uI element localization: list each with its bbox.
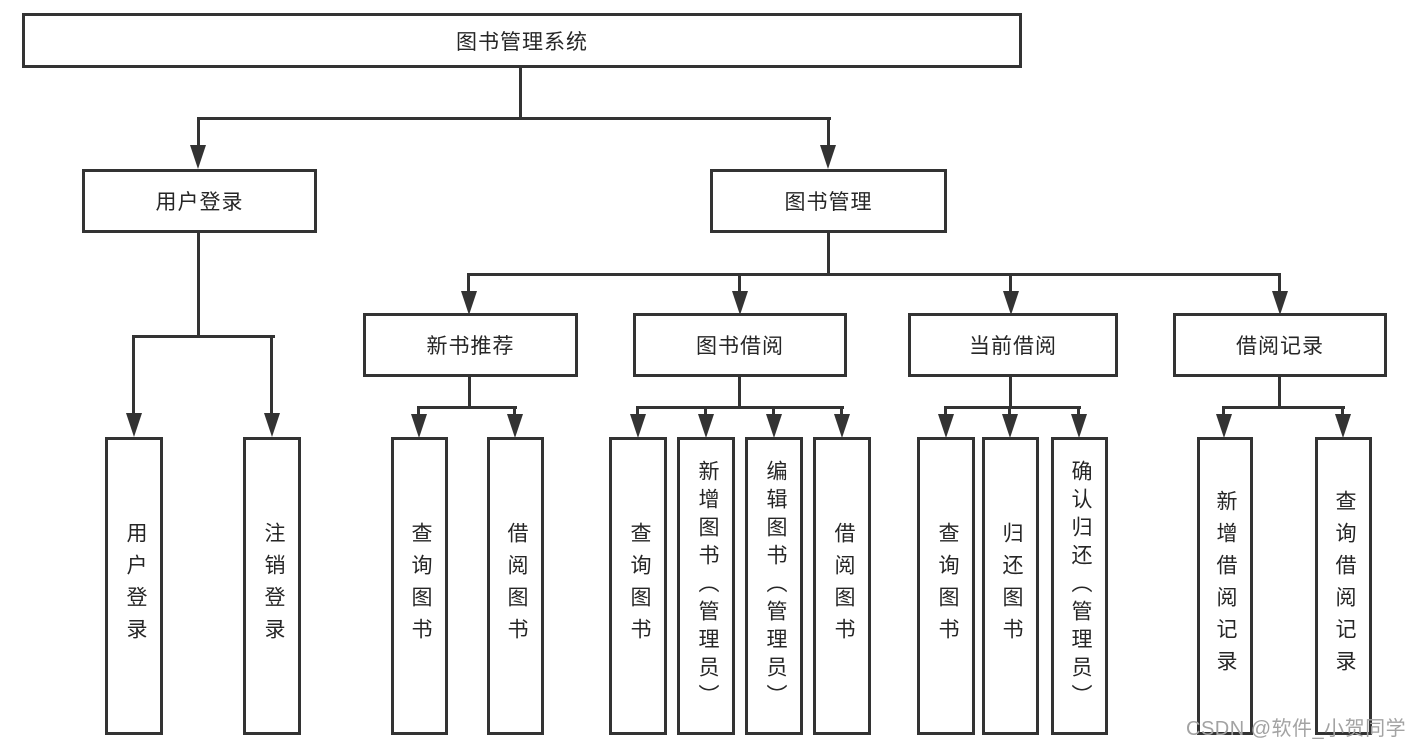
arrow-down-icon xyxy=(834,414,850,438)
connector-line-v xyxy=(772,406,775,416)
leaf-borrow-books-recommend: 借阅图书 xyxy=(487,437,544,735)
arrow-down-icon xyxy=(411,414,427,438)
connector-line-h xyxy=(944,406,1081,409)
connector-line-v xyxy=(197,117,200,147)
connector-line-v xyxy=(197,233,200,338)
connector-line-v xyxy=(132,335,135,415)
connector-line-v xyxy=(1009,377,1012,409)
arrow-down-icon xyxy=(264,413,280,437)
leaf-query-borrow-record: 查询借阅记录 xyxy=(1315,437,1372,735)
connector-line-h xyxy=(1222,406,1345,409)
arrow-down-icon xyxy=(698,414,714,438)
leaf-logout: 注销登录 xyxy=(243,437,301,735)
arrow-down-icon xyxy=(630,414,646,438)
connector-line-v xyxy=(827,117,830,147)
connector-line-v xyxy=(1077,406,1080,416)
connector-line-v xyxy=(1008,406,1011,416)
connector-line-v xyxy=(738,377,741,409)
connector-line-v xyxy=(417,406,420,416)
connector-line-v xyxy=(827,233,830,276)
connector-line-h xyxy=(132,335,275,338)
connector-line-h xyxy=(417,406,517,409)
arrow-down-icon xyxy=(766,414,782,438)
connector-line-h xyxy=(197,117,831,120)
arrow-down-icon xyxy=(126,413,142,437)
connector-line-v xyxy=(519,68,522,120)
csdn-watermark: CSDN @软件_小贺同学 xyxy=(1186,718,1405,740)
node-current-borrow: 当前借阅 xyxy=(908,313,1118,377)
leaf-borrow-books: 借阅图书 xyxy=(813,437,871,735)
connector-line-v xyxy=(1278,377,1281,409)
connector-line-v xyxy=(1222,406,1225,416)
connector-line-h xyxy=(636,406,844,409)
node-borrow-records: 借阅记录 xyxy=(1173,313,1387,377)
arrow-down-icon xyxy=(938,414,954,438)
leaf-confirm-return-admin: 确认归还（管理员） xyxy=(1051,437,1108,735)
connector-line-v xyxy=(840,406,843,416)
connector-line-v xyxy=(1009,273,1012,293)
arrow-down-icon xyxy=(1071,414,1087,438)
connector-line-h xyxy=(467,273,1281,276)
leaf-query-books-borrow: 查询图书 xyxy=(609,437,667,735)
node-root: 图书管理系统 xyxy=(22,13,1022,68)
connector-line-v xyxy=(944,406,947,416)
leaf-add-borrow-record: 新增借阅记录 xyxy=(1197,437,1253,735)
connector-line-v xyxy=(467,273,470,293)
leaf-return-book: 归还图书 xyxy=(982,437,1039,735)
leaf-add-book-admin: 新增图书（管理员） xyxy=(677,437,735,735)
connector-line-v xyxy=(270,335,273,415)
connector-line-v xyxy=(513,406,516,416)
arrow-down-icon xyxy=(820,145,836,169)
arrow-down-icon xyxy=(1002,414,1018,438)
leaf-edit-book-admin: 编辑图书（管理员） xyxy=(745,437,803,735)
arrow-down-icon xyxy=(1216,414,1232,438)
connector-line-v xyxy=(738,273,741,293)
node-book-management: 图书管理 xyxy=(710,169,947,233)
arrow-down-icon xyxy=(732,291,748,315)
arrow-down-icon xyxy=(190,145,206,169)
leaf-query-books-current: 查询图书 xyxy=(917,437,975,735)
arrow-down-icon xyxy=(1272,291,1288,315)
leaf-user-login: 用户登录 xyxy=(105,437,163,735)
leaf-query-books-recommend: 查询图书 xyxy=(391,437,448,735)
arrow-down-icon xyxy=(1335,414,1351,438)
node-book-borrow: 图书借阅 xyxy=(633,313,847,377)
arrow-down-icon xyxy=(461,291,477,315)
arrow-down-icon xyxy=(507,414,523,438)
arrow-down-icon xyxy=(1003,291,1019,315)
connector-line-v xyxy=(468,377,471,409)
node-new-book-recommend: 新书推荐 xyxy=(363,313,578,377)
connector-line-v xyxy=(1341,406,1344,416)
connector-line-v xyxy=(704,406,707,416)
node-user-login: 用户登录 xyxy=(82,169,317,233)
connector-line-v xyxy=(636,406,639,416)
connector-line-v xyxy=(1278,273,1281,293)
